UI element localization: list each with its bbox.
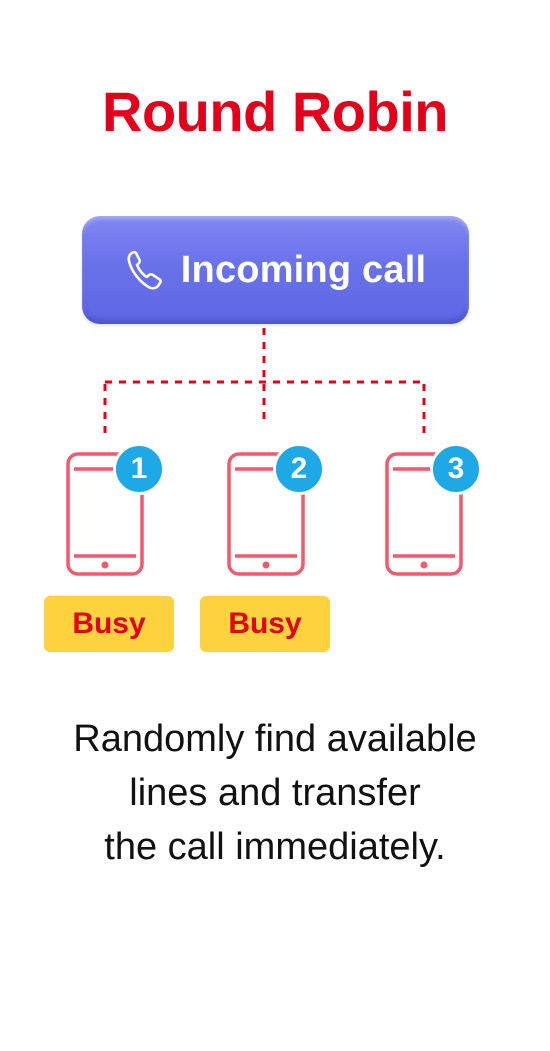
line-number-badge-2: 2 [273, 443, 325, 495]
busy-status-2: Busy [200, 596, 330, 652]
page-title: Round Robin [102, 80, 448, 143]
phone-icon [125, 248, 165, 292]
description-line-3: the call immediately. [104, 826, 446, 868]
description-line-1: Randomly find available [73, 718, 477, 760]
busy-status-1: Busy [44, 596, 174, 652]
line-number-badge-1: 1 [113, 443, 165, 495]
description: Randomly find available lines and transf… [0, 712, 550, 874]
line-number-badge-3: 3 [430, 443, 482, 495]
incoming-call-label: Incoming call [180, 248, 427, 291]
description-line-2: lines and transfer [129, 772, 421, 814]
incoming-call-box: Incoming call [82, 216, 469, 324]
